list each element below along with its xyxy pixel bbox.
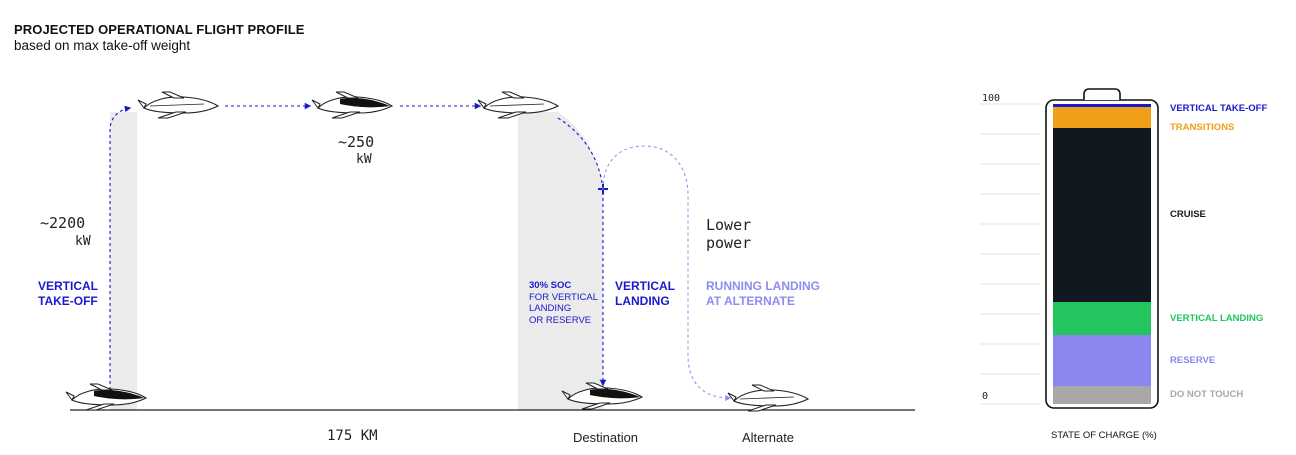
lower-power-line1: Lower (706, 216, 752, 234)
soc-tick-100: 100 (982, 93, 1001, 104)
vertical-landing-label: VERTICAL LANDING (615, 279, 675, 309)
destination-label: Destination (573, 430, 639, 445)
takeoff-power-value: ~2200 (40, 214, 86, 232)
vertical-takeoff-line2: TAKE-OFF (38, 294, 98, 308)
page-subtitle: based on max take-off weight (14, 38, 191, 53)
page-title: PROJECTED OPERATIONAL FLIGHT PROFILE (14, 22, 305, 37)
legend-vertical-landing: VERTICAL LANDING (1170, 312, 1264, 324)
battery-segments (1053, 104, 1151, 404)
vertical-takeoff-line1: VERTICAL (38, 279, 98, 293)
cruise-power-unit: kW (356, 152, 372, 167)
battery-segment-reserve (1053, 335, 1151, 386)
takeoff-power-unit: kW (75, 234, 91, 249)
battery-segment-vertical-landing (1053, 302, 1151, 335)
takeoff-shade (110, 112, 137, 410)
soc-line2: FOR VERTICAL (529, 291, 598, 303)
soc-line1: 30% SOC (529, 280, 572, 291)
takeoff-path (109, 105, 132, 390)
running-landing-label: RUNNING LANDING AT ALTERNATE (706, 279, 820, 309)
running-landing-line2: AT ALTERNATE (706, 294, 795, 308)
battery-segment-vertical-take-off (1053, 104, 1151, 107)
vertical-landing-line1: VERTICAL (615, 279, 675, 293)
soc-gridlines (980, 103, 1040, 405)
soc-line4: OR RESERVE (529, 314, 592, 326)
legend-transitions: TRANSITIONS (1170, 122, 1235, 133)
battery-segment-do-not-touch (1053, 386, 1151, 404)
lower-power-line2: power (706, 234, 752, 252)
soc-tick-0: 0 (982, 391, 989, 402)
legend-vertical-take-off: VERTICAL TAKE-OFF (1170, 103, 1268, 114)
battery-segment-transitions (1053, 107, 1151, 128)
running-landing-line1: RUNNING LANDING (706, 279, 820, 293)
vertical-takeoff-label: VERTICAL TAKE-OFF (38, 279, 98, 309)
landing-shade (518, 112, 603, 410)
legend-cruise: CRUISE (1170, 209, 1206, 220)
cruise-power-value: ~250 (338, 133, 375, 151)
alternate-label: Alternate (742, 430, 795, 445)
soc-axis-title: STATE OF CHARGE (%) (1051, 430, 1157, 441)
soc-line3: LANDING (529, 303, 572, 314)
distance-label: 175 KM (327, 428, 378, 444)
legend-do-not-touch: DO NOT TOUCH (1170, 389, 1244, 400)
soc-note: 30% SOC FOR VERTICAL LANDING OR RESERVE (529, 280, 598, 326)
diversion-path (602, 145, 732, 401)
vertical-landing-line2: LANDING (615, 294, 670, 308)
battery-segment-cruise (1053, 128, 1151, 302)
legend-reserve: RESERVE (1170, 354, 1216, 366)
